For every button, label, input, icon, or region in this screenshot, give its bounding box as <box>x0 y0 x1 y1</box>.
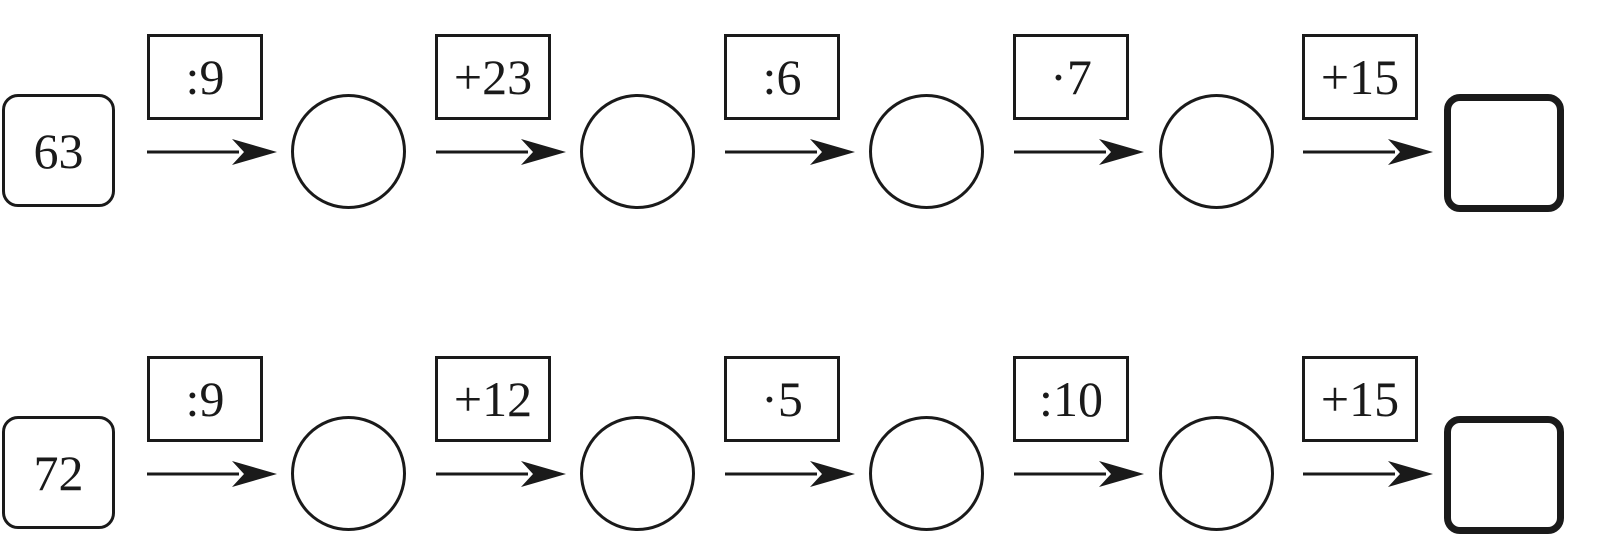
start-number-box: 63 <box>2 94 115 207</box>
final-answer-box[interactable] <box>1444 94 1564 212</box>
arrow-4 <box>1014 461 1144 487</box>
operation-box-3: ·5 <box>724 356 840 442</box>
operation-chain-2: 72 :9 +12 ·5 :10 +15 <box>0 356 1600 536</box>
arrow-2 <box>436 461 566 487</box>
arrow-2 <box>436 139 566 165</box>
operation-box-2: +12 <box>435 356 551 442</box>
arrow-3 <box>725 461 855 487</box>
arrow-5 <box>1303 461 1433 487</box>
arrow-1 <box>147 139 277 165</box>
answer-circle-3[interactable] <box>869 94 984 209</box>
arrow-1 <box>147 461 277 487</box>
operation-box-3: :6 <box>724 34 840 120</box>
answer-circle-4[interactable] <box>1159 94 1274 209</box>
answer-circle-2[interactable] <box>580 416 695 531</box>
operation-box-1: :9 <box>147 356 263 442</box>
final-answer-box[interactable] <box>1444 416 1564 534</box>
operation-box-5: +15 <box>1302 34 1418 120</box>
arrow-4 <box>1014 139 1144 165</box>
operation-chain-1: 63 :9 +23 :6 ·7 +15 <box>0 34 1600 214</box>
answer-circle-1[interactable] <box>291 94 406 209</box>
answer-circle-2[interactable] <box>580 94 695 209</box>
answer-circle-1[interactable] <box>291 416 406 531</box>
start-number-box: 72 <box>2 416 115 529</box>
arrow-5 <box>1303 139 1433 165</box>
operation-box-4: ·7 <box>1013 34 1129 120</box>
answer-circle-3[interactable] <box>869 416 984 531</box>
operation-box-2: +23 <box>435 34 551 120</box>
answer-circle-4[interactable] <box>1159 416 1274 531</box>
operation-box-5: +15 <box>1302 356 1418 442</box>
operation-box-1: :9 <box>147 34 263 120</box>
arrow-3 <box>725 139 855 165</box>
operation-box-4: :10 <box>1013 356 1129 442</box>
